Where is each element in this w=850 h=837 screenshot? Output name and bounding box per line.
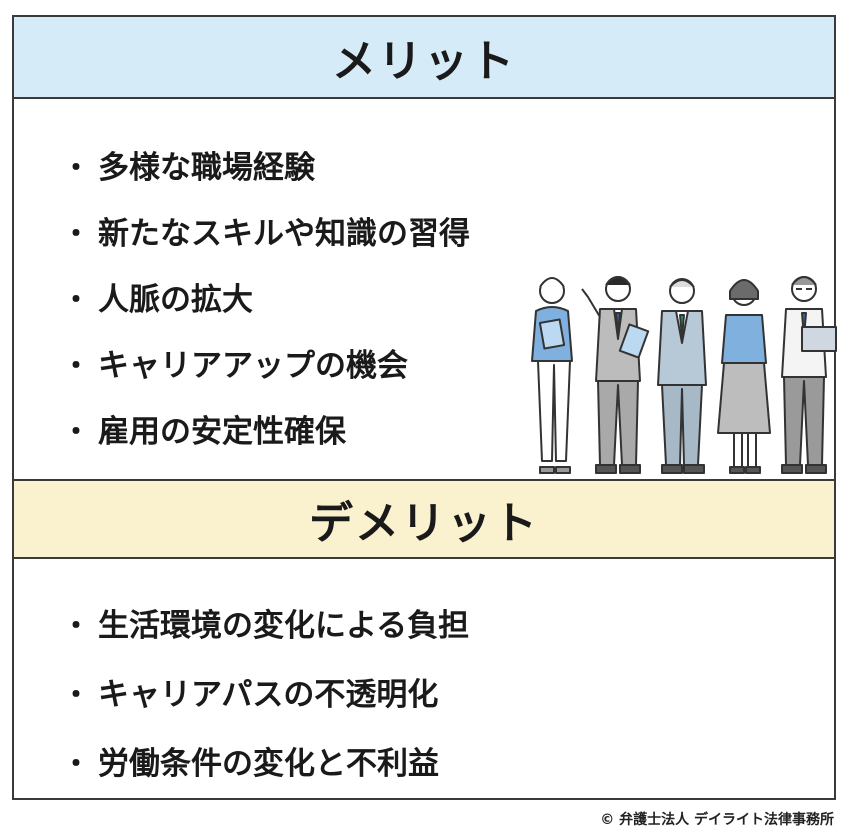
demerit-header: デメリット bbox=[14, 479, 834, 559]
list-item: ・雇用の安定性確保 bbox=[62, 414, 346, 450]
list-item: ・労働条件の変化と不利益 bbox=[62, 745, 439, 782]
person-icon bbox=[581, 276, 650, 474]
comparison-panel: メリット ・多様な職場経験 ・新たなスキルや知識の習得 ・人脈の拡大 ・キャリア… bbox=[12, 15, 837, 800]
demerit-title: デメリット bbox=[309, 498, 539, 549]
bullet: ・ bbox=[62, 283, 91, 316]
bullet: ・ bbox=[62, 415, 91, 448]
bullet: ・ bbox=[62, 217, 91, 250]
list-item: ・キャリアパスの不透明化 bbox=[62, 676, 439, 713]
list-item: ・新たなスキルや知識の習得 bbox=[62, 216, 470, 252]
list-item: ・生活環境の変化による負担 bbox=[62, 607, 470, 644]
bullet: ・ bbox=[62, 151, 91, 184]
copyright-text: © 弁護士法人 デイライト法律事務所 bbox=[600, 812, 834, 828]
demerit-list: ・生活環境の変化による負担 ・キャリアパスの不透明化 ・労働条件の変化と不利益 bbox=[62, 591, 469, 798]
bullet: ・ bbox=[62, 677, 91, 711]
merit-list: ・多様な職場経験 ・新たなスキルや知識の習得 ・人脈の拡大 ・キャリアアップの機… bbox=[62, 135, 470, 465]
bullet: ・ bbox=[62, 608, 91, 642]
merit-header: メリット bbox=[14, 17, 834, 99]
bullet: ・ bbox=[62, 746, 91, 780]
person-icon bbox=[781, 276, 837, 474]
person-icon bbox=[657, 278, 707, 474]
list-item: ・多様な職場経験 bbox=[62, 150, 315, 186]
business-people-group-illustration bbox=[531, 276, 837, 474]
bullet: ・ bbox=[62, 349, 91, 382]
person-icon bbox=[531, 277, 573, 474]
list-item: ・キャリアアップの機会 bbox=[62, 348, 408, 384]
list-item: ・人脈の拡大 bbox=[62, 282, 253, 318]
person-icon bbox=[717, 279, 771, 474]
merit-title: メリット bbox=[332, 36, 516, 87]
